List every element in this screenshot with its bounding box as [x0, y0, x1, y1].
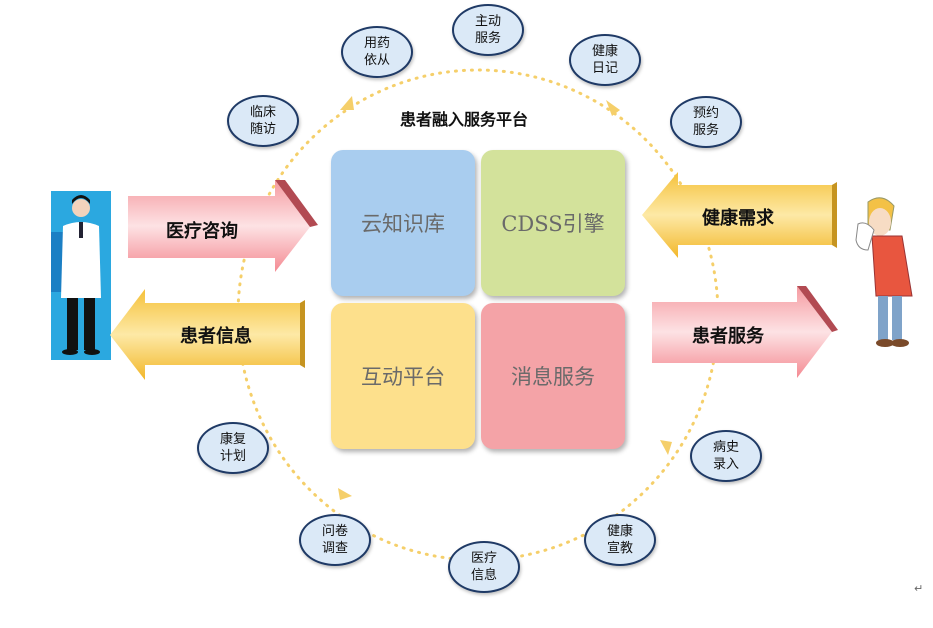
arrow-label-patient-info: 患者信息: [180, 326, 252, 347]
arrow-health-needs: [642, 172, 837, 258]
paragraph-mark: ↵: [914, 582, 924, 595]
bubble-health-diary: 健康 日记: [569, 34, 641, 86]
patient-figure: [855, 197, 913, 347]
doctor-figure: [51, 191, 111, 360]
quadrant-cdss-engine: CDSS引擎: [481, 150, 625, 296]
bubble-history-entry: 病史 录入: [690, 430, 762, 482]
cycle-dotted-ring: [236, 68, 720, 562]
arrow-patient-service: [652, 286, 838, 378]
quadrant-interactive-platform: 互动平台: [331, 303, 475, 449]
bubble-questionnaire: 问卷 调查: [299, 514, 371, 566]
platform-title: 患者融入服务平台: [400, 110, 529, 129]
arrow-patient-info: [110, 289, 305, 380]
quadrant-cloud-knowledge-base: 云知识库: [331, 150, 475, 296]
bubble-health-education: 健康 宣教: [584, 514, 656, 566]
bubble-appointment-service: 预约 服务: [670, 96, 742, 148]
arrow-label-patient-service: 患者服务: [692, 326, 764, 347]
arrow-label-medical-consult: 医疗咨询: [166, 221, 238, 242]
quadrant-message-service: 消息服务: [481, 303, 625, 449]
arrow-medical-consult: [128, 180, 318, 272]
arrow-label-health-needs: 健康需求: [702, 208, 774, 229]
bubble-medication-adherence: 用药 依从: [341, 26, 413, 78]
bubble-medical-info: 医疗 信息: [448, 541, 520, 593]
bubble-clinical-followup: 临床 随访: [227, 95, 299, 147]
bubble-active-service: 主动 服务: [452, 4, 524, 56]
cycle-arrowheads: [338, 96, 672, 500]
bubble-rehab-plan: 康复 计划: [197, 422, 269, 474]
